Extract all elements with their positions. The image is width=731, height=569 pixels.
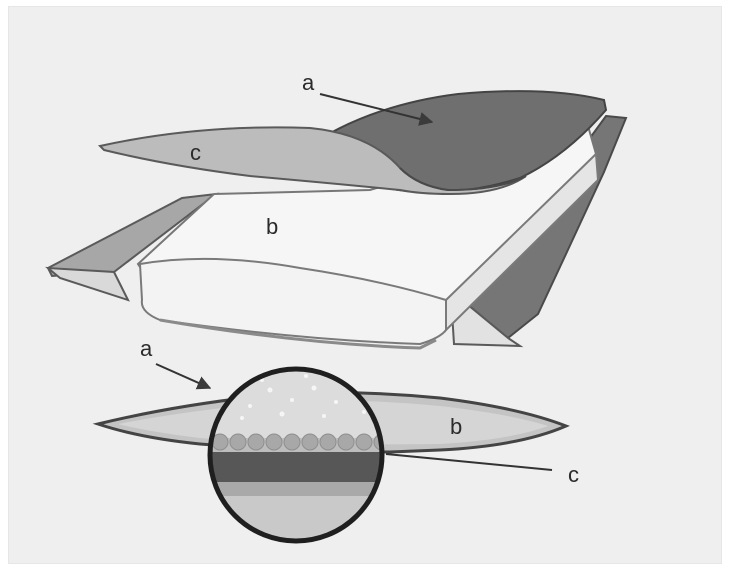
- left-strip-edge: [48, 268, 128, 300]
- lower-label-c: c: [568, 462, 579, 487]
- lower-label-b: b: [450, 414, 462, 439]
- lower-label-a: a: [140, 336, 153, 361]
- cross-section: [98, 360, 566, 560]
- upper-label-c: c: [190, 140, 201, 165]
- lower-a-leader: [156, 364, 210, 388]
- upper-label-a: a: [302, 70, 315, 95]
- upper-label-b: b: [266, 214, 278, 239]
- magnifier-contents: [200, 360, 400, 560]
- exploded-view: [48, 91, 626, 348]
- lower-c-leader: [386, 454, 552, 470]
